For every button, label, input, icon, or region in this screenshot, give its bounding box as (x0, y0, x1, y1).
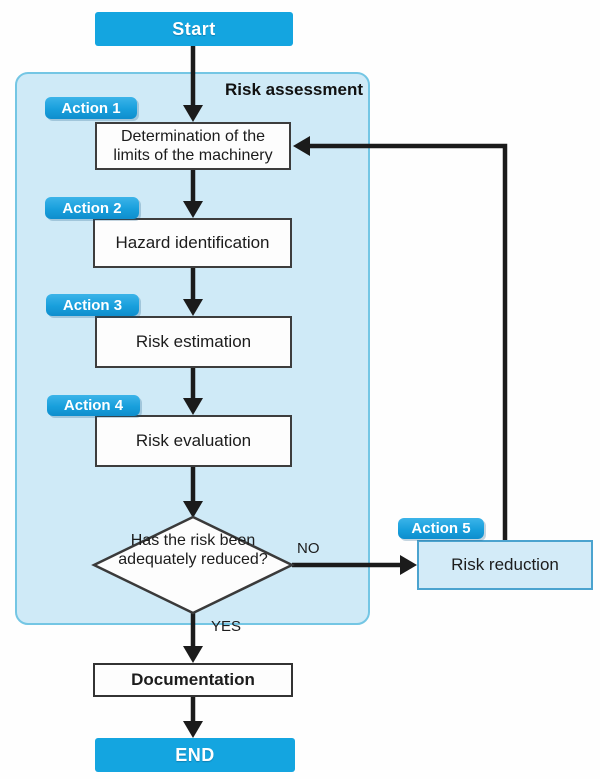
risk-reduction-box: Risk reduction (417, 540, 593, 590)
yes-branch-label: YES (211, 618, 242, 635)
action-3-badge: Action 3 (46, 294, 139, 316)
arrowhead-to-estimation (183, 299, 203, 316)
risk-evaluation-box: Risk evaluation (95, 415, 292, 467)
hazard-identification-label: Hazard identification (115, 232, 270, 252)
decision-text: Has the risk been adequately reduced? (93, 531, 293, 569)
arrowhead-to-evaluation (183, 398, 203, 415)
arrowhead-to-end (183, 721, 203, 738)
decision-line2: adequately reduced? (118, 551, 268, 568)
determination-box: Determination of the limits of the machi… (95, 122, 291, 170)
determination-line1: Determination of the (120, 127, 266, 145)
feedback-arrow-line (308, 143, 508, 540)
action-4-badge: Action 4 (47, 395, 140, 416)
no-branch-label: NO (297, 540, 320, 557)
risk-assessment-group-label: Risk assessment (225, 80, 363, 99)
risk-estimation-box: Risk estimation (95, 316, 292, 368)
end-node-label: END (175, 744, 215, 765)
risk-reduction-label: Risk reduction (451, 554, 559, 574)
decision-line1: Has the risk been (130, 532, 256, 549)
arrowhead-to-decision (183, 501, 203, 518)
determination-line2: limits of the machinery (113, 147, 273, 164)
hazard-identification-box: Hazard identification (93, 218, 292, 268)
documentation-box: Documentation (93, 663, 293, 697)
action-5-badge: Action 5 (398, 518, 484, 539)
start-node: Start (95, 12, 293, 46)
risk-evaluation-label: Risk evaluation (135, 430, 252, 450)
start-node-label: Start (172, 18, 216, 39)
end-node: END (95, 738, 295, 772)
arrowhead-feedback (293, 136, 310, 156)
arrowhead-to-hazard (183, 201, 203, 218)
action-2-badge: Action 2 (45, 197, 139, 219)
arrowhead-to-reduction (400, 555, 417, 575)
action-1-badge: Action 1 (45, 97, 137, 119)
documentation-label: Documentation (131, 669, 255, 689)
arrowhead-to-documentation (183, 646, 203, 663)
decision-diamond (91, 515, 295, 615)
arrowhead-to-determination (183, 105, 203, 122)
risk-estimation-label: Risk estimation (135, 331, 252, 351)
